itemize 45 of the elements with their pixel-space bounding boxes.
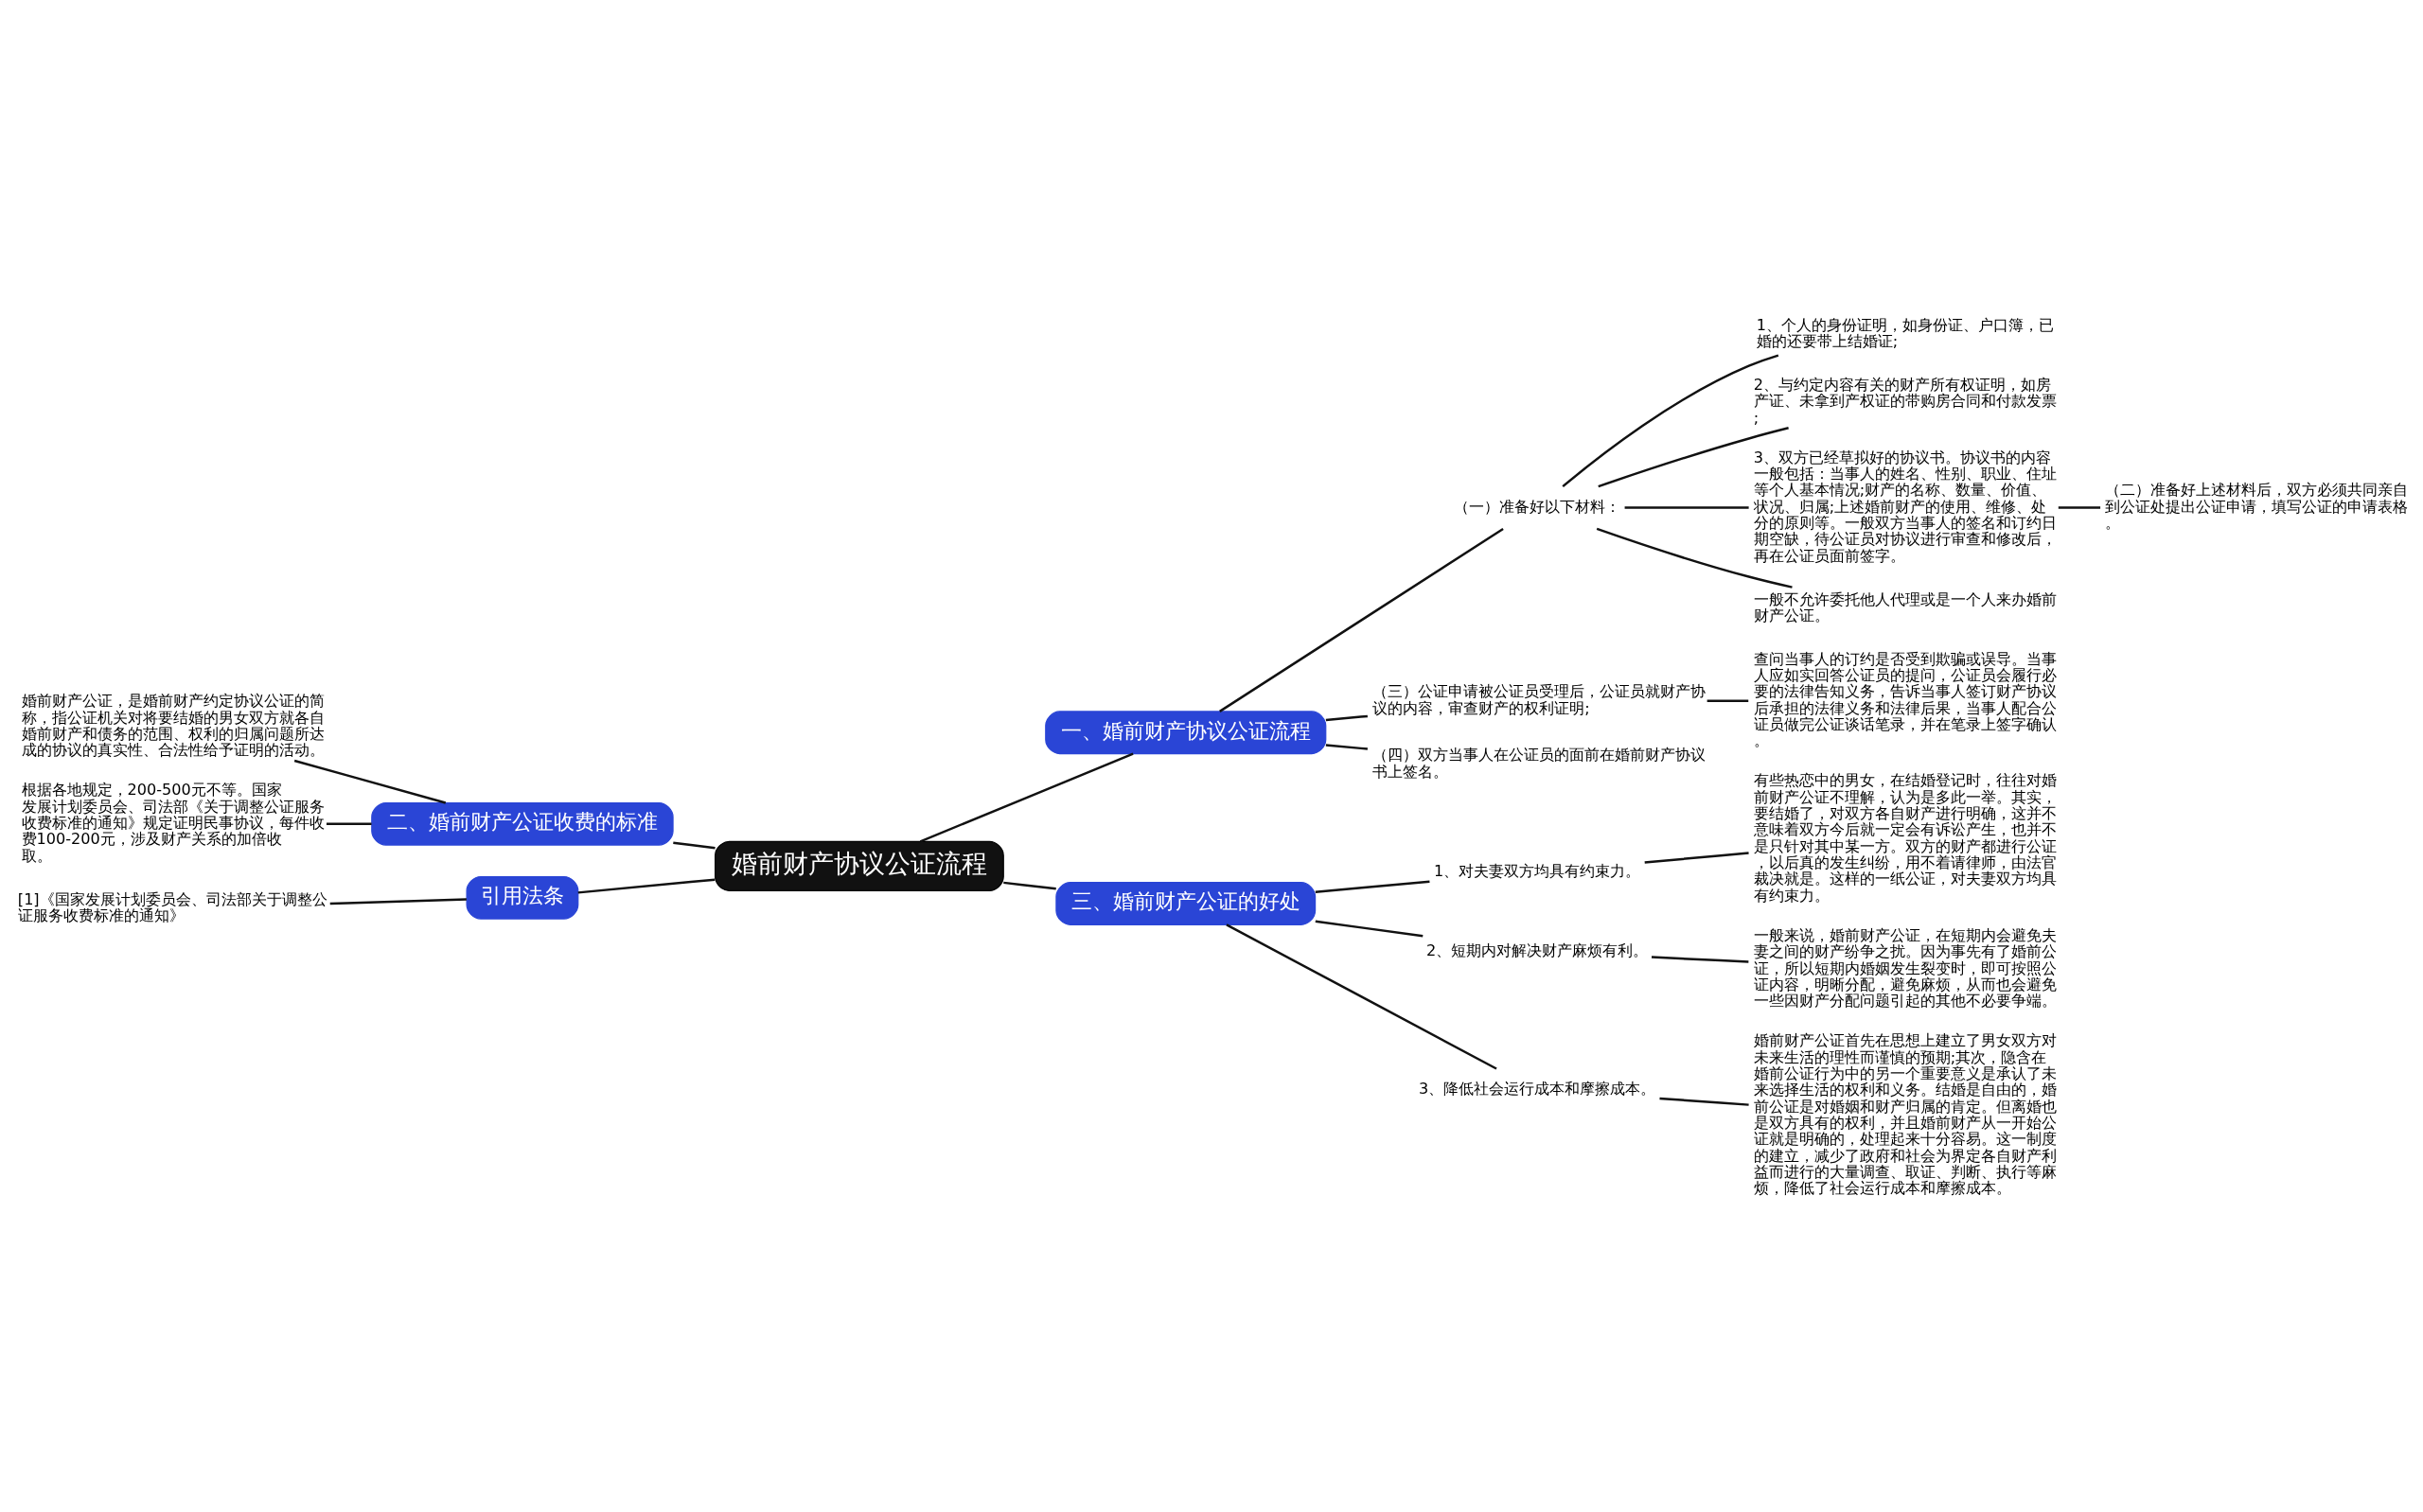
node-text: 1、对夫妻双方均具有约束力。 bbox=[1434, 861, 1641, 880]
connector bbox=[1596, 527, 1793, 589]
node-box: 三、婚前财产公证的好处 bbox=[1055, 882, 1317, 925]
connector bbox=[1219, 527, 1504, 712]
connector bbox=[1226, 923, 1497, 1070]
node-text: 婚前财产公证首先在思想上建立了男女双方对未来生活的理性而谨慎的预期;其次，隐含在婚前公证行为中的另一个重要意义是承认了未来选择生活的权利和义务。结婚是自由的，婚前公证是对婚姻和财产归属的肯定。但离婚也是双方具有的权利，并且婚前财产从一开始公证就是明确的，处理起来十分容易。这一制度的建立，减少了政府和社会为界定各自财产利益而进行的大量调查、取证、判断、执行等麻烦，降低了社会运行成本和摩擦成本。 bbox=[1753, 1031, 2057, 1198]
connector bbox=[1003, 881, 1056, 890]
connector bbox=[1325, 714, 1368, 722]
node-text: 婚前财产公证，是婚前财产约定协议公证的简称，指公证机关对将要结婚的男女双方就各自婚前财产和债务的范围、权利的归属问题所达成的协议的真实性、合法性给予证明的活动。 bbox=[21, 692, 325, 760]
connector bbox=[1315, 920, 1424, 938]
node-text: 有些热恋中的男女，在结婚登记时，往往对婚前财产公证不理解，认为是多此一举。其实，要结婚了，对双方各自财产进行明确，这并不意味着双方今后就一定会有诉讼产生，也并不是只针对其中某一方。双方的财产都进行公证，以后真的发生纠纷，用不着请律师，由法官裁决就是。这样的一纸公证，对夫妻双方均具有约束力。 bbox=[1753, 771, 2057, 905]
node-text: 1、个人的身份证明，如身份证、户口簿，已婚的还要带上结婚证; bbox=[1756, 315, 2055, 351]
connector bbox=[577, 878, 716, 894]
node-text: （四）双方当事人在公证员的面前在婚前财产协议书上签名。 bbox=[1372, 746, 1707, 781]
connector bbox=[1624, 506, 1749, 509]
node-text: 查问当事人的订约是否受到欺骗或误导。当事人应如实回答公证员的提问，公证员会履行必要的法律告知义务，告诉当事人签订财产协议后承担的法律义务和法律后果，当事人配合公证员做完公证谈话笔录，并在笔录上签字确认。 bbox=[1753, 649, 2057, 750]
node-text: 3、降低社会运行成本和摩擦成本。 bbox=[1419, 1080, 1656, 1099]
node-text: （二）准备好上述材料后，双方必须共同亲自到公证处提出公证申请，填写公证的申请表格。 bbox=[2105, 481, 2409, 533]
node-text: 一般来说，婚前财产公证，在短期内会避免夫妻之间的财产纷争之扰。因为事先有了婚前公证，所以短期内婚姻发生裂变时，即可按照公证内容，明晰分配，避免麻烦，从而也会避免一些因财产分配问题引起的其他不必要争端。 bbox=[1753, 925, 2057, 1011]
connector bbox=[1562, 354, 1779, 488]
connector bbox=[1707, 699, 1749, 703]
node-text: 根据各地规定，200-500元不等。国家发展计划委员会、司法部《关于调整公证服务收费标准的通知》规定证明民事协议，每件收费100-200元，涉及财产关系的加倍收取。 bbox=[21, 781, 325, 865]
node-box: 二、婚前财产公证收费的标准 bbox=[371, 801, 674, 846]
node-box: 婚前财产协议公证流程 bbox=[715, 840, 1004, 891]
node-text: （三）公证申请被公证员受理后，公证员就财产协议的内容，审查财产的权利证明; bbox=[1372, 682, 1707, 717]
node-text: 2、与约定内容有关的财产所有权证明，如房产证、未拿到产权证的带购房合同和付款发票; bbox=[1753, 375, 2057, 427]
connector bbox=[1644, 852, 1749, 864]
connector bbox=[919, 752, 1134, 843]
connector bbox=[1651, 956, 1749, 963]
node-box: 引用法条 bbox=[466, 875, 579, 920]
connector bbox=[673, 841, 716, 850]
connector bbox=[1325, 744, 1368, 750]
node-text: 3、双方已经草拟好的协议书。协议书的内容一般包括：当事人的姓名、性别、职业、住址等个人基本情况;财产的名称、数量、价值、状况、归属;上述婚前财产的使用、维修、处分的原则等。一般双方当事人的签名和订约日期空缺，待公证员对协议进行审查和修改后，再在公证员面前签字。 bbox=[1753, 448, 2057, 565]
node-text: 一般不允许委托他人代理或是一个人来办婚前财产公证。 bbox=[1753, 589, 2057, 624]
node-text: [1]《国家发展计划委员会、司法部关于调整公证服务收费标准的通知》 bbox=[17, 889, 327, 924]
node-box: 一、婚前财产协议公证流程 bbox=[1045, 711, 1327, 755]
connector bbox=[2058, 506, 2101, 509]
connector bbox=[329, 898, 467, 905]
node-text: （一）准备好以下材料： bbox=[1454, 497, 1621, 516]
connector bbox=[1659, 1097, 1749, 1106]
node-text: 2、短期内对解决财产麻烦有利。 bbox=[1426, 941, 1649, 959]
connector bbox=[1598, 427, 1789, 488]
connector bbox=[326, 822, 372, 826]
connector bbox=[293, 759, 447, 804]
connector bbox=[1315, 880, 1430, 893]
